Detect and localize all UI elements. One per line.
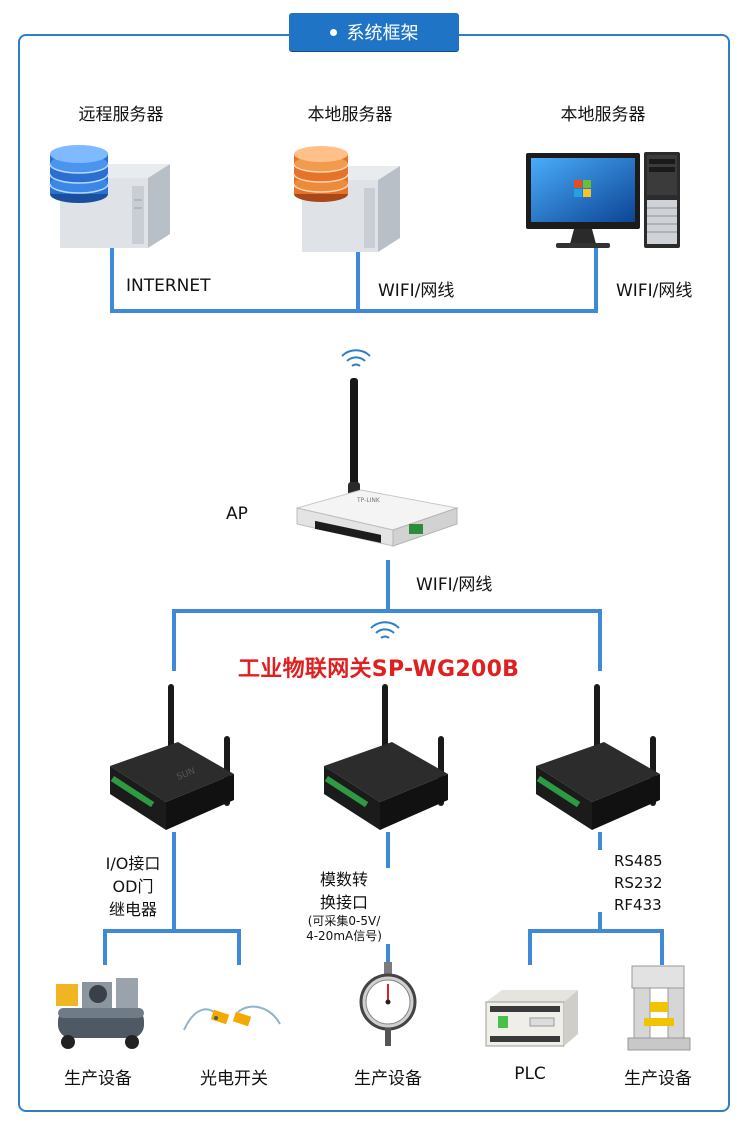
iot-gateway-icon-2 bbox=[324, 684, 448, 830]
iot-gateway-icon-1: SUN bbox=[110, 684, 234, 830]
wire-gw1-up bbox=[172, 609, 176, 671]
iot-gateway-icon-3 bbox=[536, 684, 660, 830]
branch-3-labels: RS485 RS232 RF433 bbox=[614, 850, 663, 916]
wire-mid-bus bbox=[172, 609, 602, 613]
dial-gauge-icon bbox=[359, 962, 417, 1046]
wire-gw3-down-lower bbox=[598, 912, 602, 932]
photoelectric-switch-icon bbox=[183, 1005, 281, 1031]
wire-top-bus bbox=[110, 309, 598, 313]
desktop-computer-icon bbox=[526, 152, 680, 248]
device-label-5: 生产设备 bbox=[624, 1069, 692, 1089]
device-label-4: PLC bbox=[514, 1064, 546, 1084]
wire-right-bus bbox=[528, 929, 664, 933]
device-label-1: 生产设备 bbox=[64, 1069, 132, 1089]
bullet-dot bbox=[329, 28, 337, 36]
wire-gw2-down bbox=[386, 832, 390, 868]
wifi-signal-icon-gateway bbox=[370, 621, 400, 639]
link-label-wifi-ap: WIFI/网线 bbox=[416, 575, 493, 595]
wire-gw2-down-lower bbox=[386, 944, 390, 964]
svg-text:TP-LINK: TP-LINK bbox=[356, 497, 381, 504]
ap-label: AP bbox=[226, 504, 248, 524]
air-compressor-icon bbox=[56, 978, 144, 1049]
wire-server3-down bbox=[594, 248, 598, 312]
section-title-tab: 系统框架 bbox=[289, 13, 459, 51]
wire-right-drop2 bbox=[660, 929, 664, 965]
link-label-internet: INTERNET bbox=[126, 276, 211, 296]
section-title: 系统框架 bbox=[346, 23, 419, 44]
wire-server2-down bbox=[356, 252, 360, 312]
wire-server1-down bbox=[110, 248, 114, 312]
branch-2-labels: 模数转 换接口 (可采集0-5V/ 4-20mA信号) bbox=[306, 868, 382, 944]
branch-2-line-2: 换接口 bbox=[319, 893, 369, 912]
plc-icon bbox=[485, 990, 578, 1047]
wire-ap-down bbox=[386, 560, 390, 612]
branch-2-line-1: 模数转 bbox=[319, 870, 369, 889]
device-label-3: 生产设备 bbox=[354, 1069, 422, 1089]
wire-gw3-down bbox=[598, 832, 602, 850]
branch-3-line-3: RF433 bbox=[614, 896, 662, 914]
wire-gw1-down bbox=[172, 832, 176, 932]
device-label-2: 光电开关 bbox=[200, 1069, 268, 1089]
wire-left-drop2 bbox=[237, 929, 241, 965]
wireless-router-icon: TP-LINK bbox=[296, 378, 459, 547]
wifi-signal-icon bbox=[341, 349, 371, 367]
branch-1-line-3: 继电器 bbox=[108, 900, 157, 919]
branch-3-line-1: RS485 bbox=[614, 852, 663, 870]
server-label-remote: 远程服务器 bbox=[78, 105, 164, 125]
wire-left-bus bbox=[103, 929, 241, 933]
local-server-icon bbox=[293, 146, 400, 252]
wire-left-drop1 bbox=[103, 929, 107, 965]
branch-3-line-2: RS232 bbox=[614, 874, 663, 892]
gateway-title: 工业物联网关SP-WG200B bbox=[238, 657, 520, 682]
remote-server-icon bbox=[49, 145, 170, 248]
link-label-wifi-local: WIFI/网线 bbox=[378, 281, 455, 301]
link-label-wifi-desktop: WIFI/网线 bbox=[616, 281, 693, 301]
server-label-local-2: 本地服务器 bbox=[560, 105, 646, 125]
wire-gw3-up bbox=[598, 609, 602, 671]
branch-2-note-2: 4-20mA信号) bbox=[306, 929, 382, 943]
server-label-local-1: 本地服务器 bbox=[307, 105, 393, 125]
branch-1-line-2: OD门 bbox=[112, 877, 154, 896]
branch-2-note-1: (可采集0-5V/ bbox=[307, 914, 381, 928]
branch-1-labels: I/O接口 OD门 继电器 bbox=[106, 852, 161, 921]
branch-1-line-1: I/O接口 bbox=[105, 854, 161, 873]
wire-right-drop1 bbox=[528, 929, 532, 965]
press-machine-icon bbox=[627, 965, 691, 1051]
